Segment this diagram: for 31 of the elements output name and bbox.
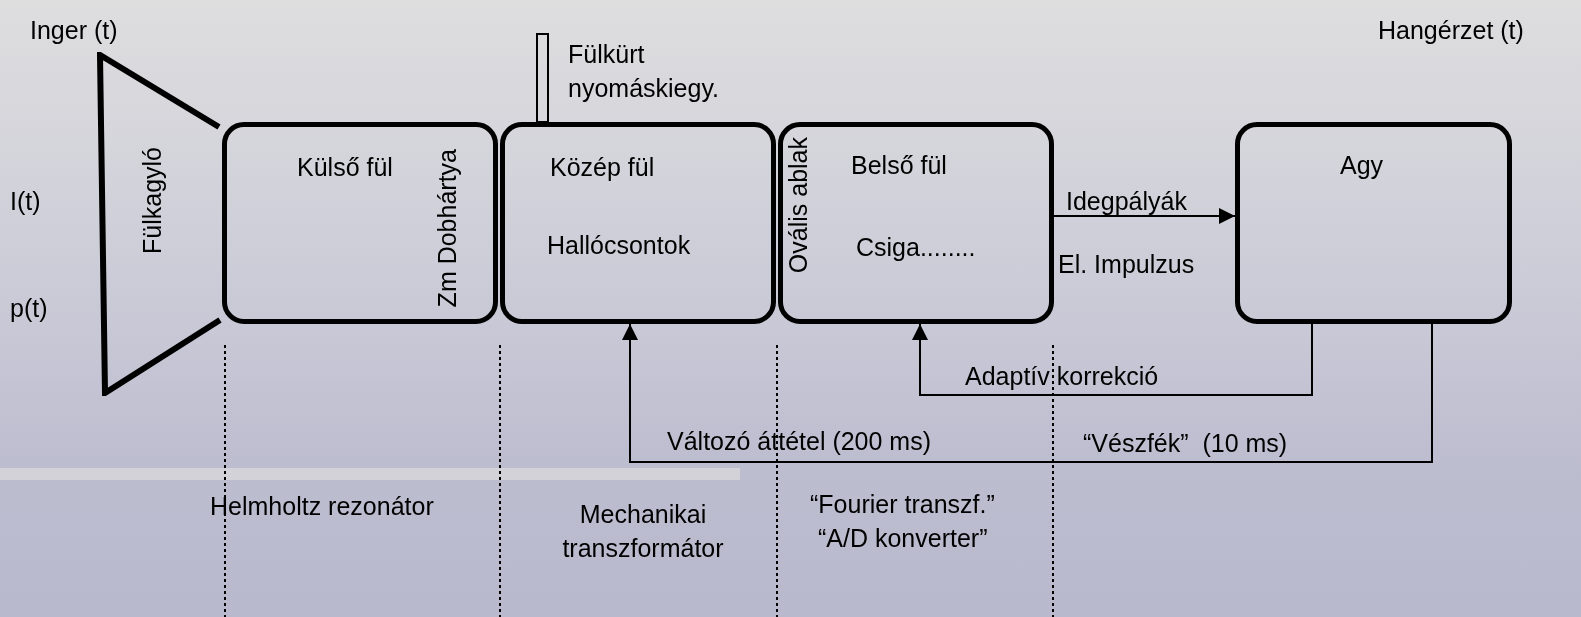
function-label: “Fourier transzf.” (810, 489, 995, 520)
fulkagylo-label: Fülkagyló (137, 147, 167, 254)
window-label: Ovális ablak (783, 137, 813, 274)
region-label: Belső fül (851, 150, 947, 181)
region-label: Külső fül (297, 152, 393, 183)
arrow (622, 323, 1433, 463)
membrane-label: Zm Dobhártya (432, 149, 462, 308)
function-label: Mechanikai transzformátor (561, 499, 725, 564)
function-label: “A/D konverter” (818, 523, 988, 554)
signal-label: p(t) (10, 293, 48, 324)
function-label: Helmholtz rezonátor (210, 491, 434, 522)
tube-label: Fülkürt nyomáskiegy. (568, 39, 720, 104)
process-box (1235, 122, 1512, 324)
ear-funnel (97, 52, 222, 396)
region-label: Agy (1340, 150, 1384, 181)
arrow (912, 323, 1313, 396)
signal-label: I(t) (10, 186, 41, 217)
edge-label: Adaptív korrekció (965, 361, 1159, 392)
process-box (222, 122, 498, 324)
arrow (1053, 208, 1236, 224)
process-box (778, 122, 1054, 324)
edge-label: Idegpályák (1066, 186, 1187, 217)
signal-label: Hangérzet (t) (1378, 15, 1524, 46)
part-label: Csiga........ (856, 232, 976, 263)
feedback-label: Változó áttétel (200 ms) (667, 426, 931, 457)
process-box (500, 122, 776, 324)
signal-label: Inger (t) (30, 15, 118, 46)
part-label: Hallócsontok (547, 230, 691, 261)
signal-label: El. Impulzus (1058, 249, 1195, 280)
region-label: Közép fül (550, 152, 655, 183)
edge-label: “Vészfék” (10 ms) (1083, 428, 1288, 459)
